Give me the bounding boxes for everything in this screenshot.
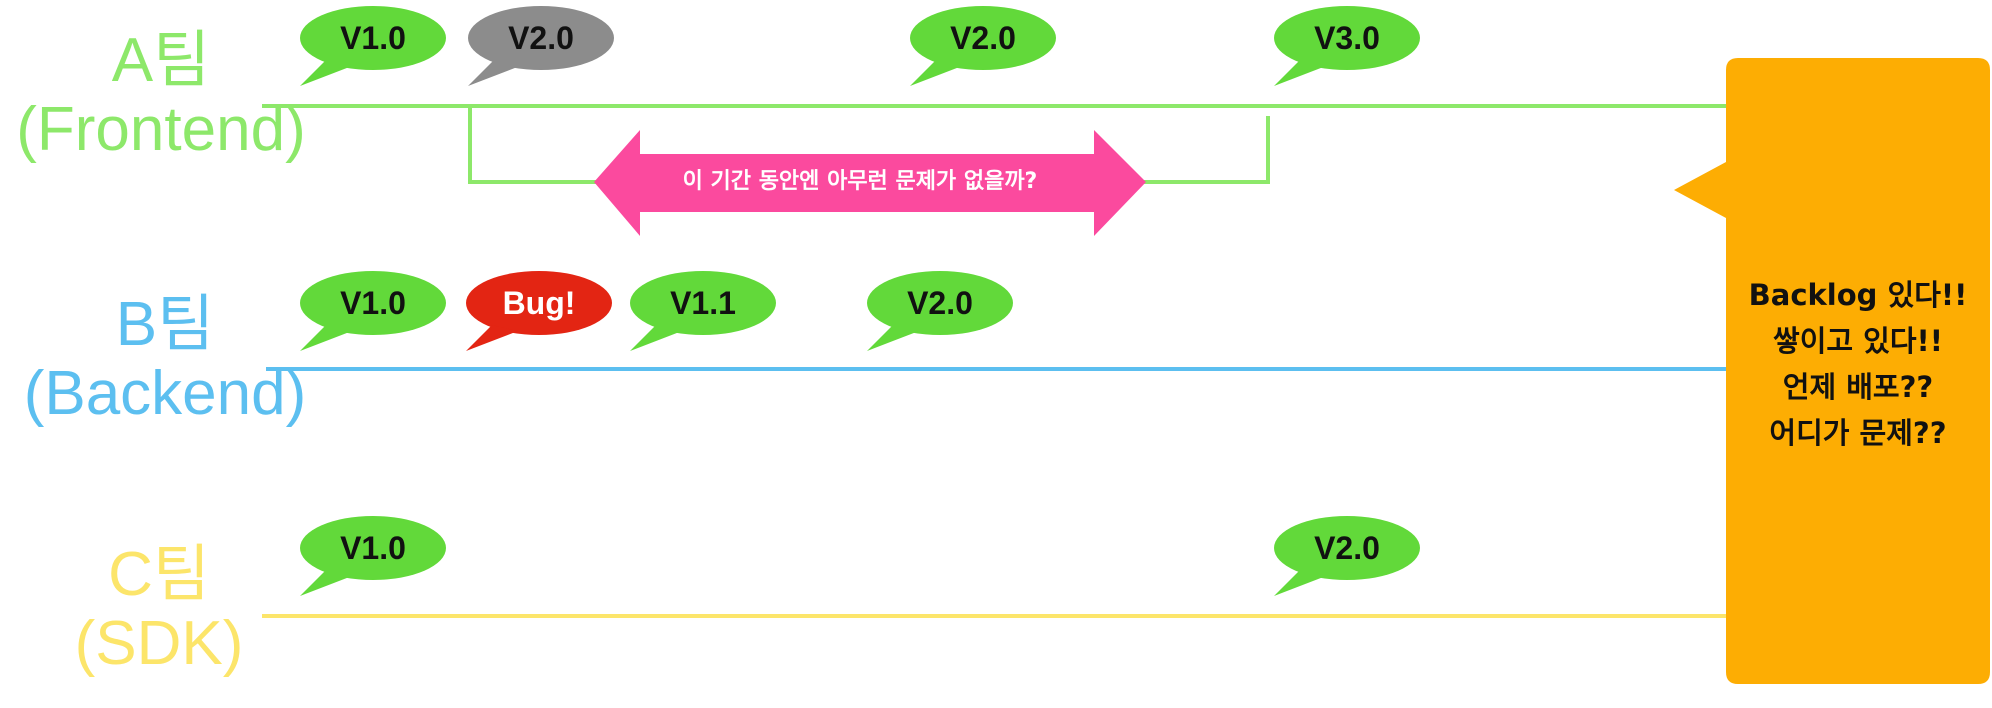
backlog-note <box>1674 58 1990 684</box>
bubble-a-v2-superseded <box>468 6 614 86</box>
bubble-b-v1-1-label: V1.1 <box>670 285 736 321</box>
team-c-label: C팀 (SDK) <box>0 540 318 679</box>
bubble-c-v2-label: V2.0 <box>1314 530 1380 566</box>
bubble-b-v2 <box>867 271 1013 351</box>
bubble-b-v1 <box>300 271 446 351</box>
bubble-b-v2-label: V2.0 <box>907 285 973 321</box>
team-c-name: C팀 <box>108 540 210 609</box>
team-c-role: (SDK) <box>74 609 244 679</box>
bubble-b-bug <box>466 271 612 351</box>
backlog-line-3: 언제 배포?? <box>1782 370 1934 404</box>
bubble-c-v1-label: V1.0 <box>340 530 406 566</box>
team-a-label: A팀 (Frontend) <box>0 26 322 165</box>
bubble-a-v1 <box>300 6 446 86</box>
team-a-name: A팀 <box>111 26 211 95</box>
bubble-a-v1-label: V1.0 <box>340 20 406 56</box>
bubble-b-v1-1 <box>630 271 776 351</box>
bubble-a-v2-label: V2.0 <box>950 20 1016 56</box>
backlog-note-text: Backlog 있다!! 쌓이고 있다!! 언제 배포?? 어디가 문제?? <box>1728 272 1988 456</box>
question-double-arrow <box>594 130 1146 236</box>
team-b-name: B팀 <box>115 290 215 359</box>
backlog-line-1: Backlog 있다!! <box>1748 278 1968 312</box>
bubble-c-v2 <box>1274 516 1420 596</box>
bubble-a-v2-superseded-label: V2.0 <box>508 20 574 56</box>
team-b-label: B팀 (Backend) <box>0 290 330 429</box>
bubble-c-v1 <box>300 516 446 596</box>
backlog-line-4: 어디가 문제?? <box>1769 416 1947 450</box>
bubble-a-v3 <box>1274 6 1420 86</box>
question-label: 이 기간 동안엔 아무런 문제가 없을까? <box>682 169 1038 194</box>
bubble-a-v2 <box>910 6 1056 86</box>
bubble-a-v3-label: V3.0 <box>1314 20 1380 56</box>
team-b-role: (Backend) <box>23 359 307 429</box>
team-a-role: (Frontend) <box>16 95 306 165</box>
bubble-b-bug-label: Bug! <box>502 285 576 321</box>
backlog-line-2: 쌓이고 있다!! <box>1773 324 1943 358</box>
bubble-b-v1-label: V1.0 <box>340 285 406 321</box>
